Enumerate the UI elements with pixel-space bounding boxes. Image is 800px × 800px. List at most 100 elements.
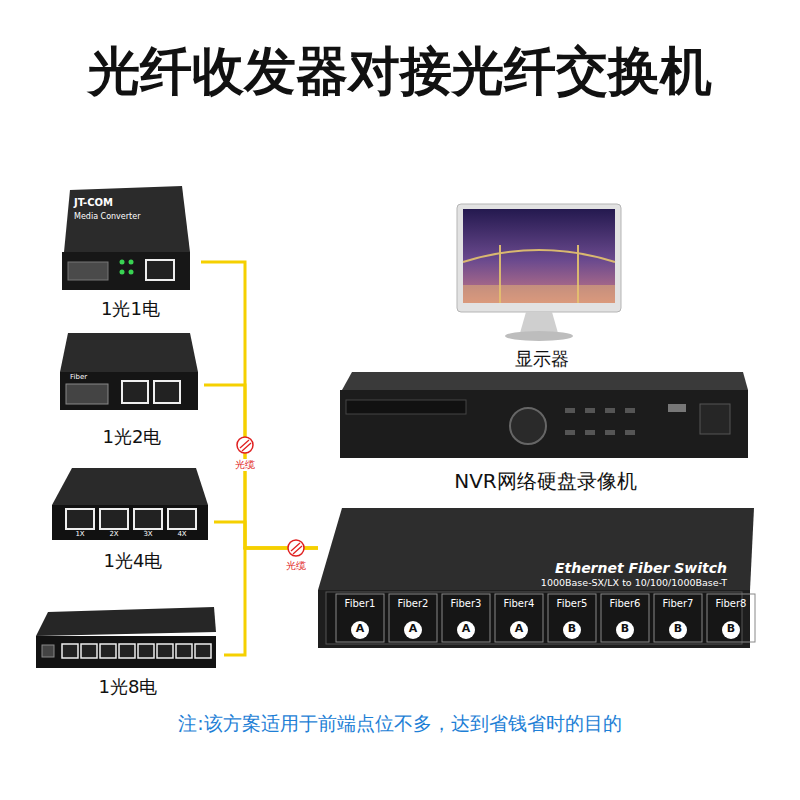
converter-1-4 <box>134 509 162 529</box>
port-group-letter: A <box>515 622 524 635</box>
converter-1-1 <box>146 260 174 280</box>
cable-icon <box>288 540 304 556</box>
node-label: 1光8电 <box>32 676 224 698</box>
converter-1-8 <box>36 607 216 668</box>
port-group-letter: B <box>621 622 629 635</box>
fiber-cable <box>224 548 318 655</box>
converter-1-8 <box>36 636 216 668</box>
converter-1-8 <box>138 644 154 658</box>
fiber-switch <box>722 621 740 639</box>
converter-1-4 <box>52 468 208 540</box>
brand-mark: JT-COM <box>74 197 113 209</box>
monitor-node: 显示器 <box>450 200 634 370</box>
converter-1-8 <box>62 644 78 658</box>
converter-node: 1光8电 <box>32 603 224 698</box>
monitor <box>457 204 621 341</box>
converter-1-1 <box>64 186 190 252</box>
fiber-switch <box>318 508 754 590</box>
cable-icon <box>237 437 253 453</box>
nvr-recorder <box>565 430 575 435</box>
fiber-switch <box>707 594 755 642</box>
converter-1-1 <box>120 270 125 275</box>
nvr-recorder <box>510 408 546 444</box>
node-label: 1光1电 <box>60 298 201 320</box>
fiber-switch <box>326 592 742 644</box>
converter-1-8 <box>100 644 116 658</box>
monitor <box>505 331 573 341</box>
port-label: Fiber2 <box>398 598 429 610</box>
port-group-letter: B <box>674 622 682 635</box>
fiber-switch <box>548 594 596 642</box>
cable-icon <box>291 543 302 554</box>
port-label: 1X <box>75 530 84 538</box>
converter-1-8 <box>119 644 135 658</box>
monitor <box>463 285 615 303</box>
fiber-switch <box>351 621 369 639</box>
monitor <box>457 204 621 312</box>
cable-icon <box>237 437 253 453</box>
fiber-switch <box>336 594 384 642</box>
port-label: Fiber5 <box>557 598 588 610</box>
converter-1-4 <box>52 505 208 540</box>
fiber-switch <box>404 621 422 639</box>
fiber-cable <box>204 385 318 548</box>
port-label: 4X <box>177 530 186 538</box>
nvr-recorder <box>340 372 748 458</box>
converter-1-1 <box>62 252 190 290</box>
converter-1-4 <box>66 509 94 529</box>
port-group-letter: B <box>727 622 735 635</box>
converter-1-2 <box>122 381 148 403</box>
fiber-cable <box>201 262 318 548</box>
cable-label: 光缆 <box>284 560 308 572</box>
nvr-recorder <box>585 408 595 413</box>
port-group-letter: A <box>356 622 365 635</box>
converter-1-1 <box>68 262 108 280</box>
nvr-recorder <box>625 430 635 435</box>
node-label: 显示器 <box>450 348 634 370</box>
device-marking: Media Converter <box>74 212 140 222</box>
node-label: 1光2电 <box>60 426 204 448</box>
nvr-recorder <box>625 408 635 413</box>
fiber-switch <box>495 594 543 642</box>
fiber-switch <box>442 594 490 642</box>
converter-1-1 <box>120 260 125 265</box>
converter-1-1 <box>129 260 134 265</box>
fiber-switch <box>654 594 702 642</box>
converter-1-2 <box>60 333 198 372</box>
nvr-recorder <box>605 430 615 435</box>
note-caption: 注:该方案适用于前端点位不多，达到省钱省时的目的 <box>0 712 800 735</box>
converter-1-4 <box>52 468 208 505</box>
nvr-recorder <box>346 400 466 414</box>
node-label: 1光4电 <box>52 550 214 572</box>
fiber-switch <box>616 621 634 639</box>
fiber-switch <box>389 594 437 642</box>
fiber-switch <box>318 508 755 648</box>
port-group-letter: A <box>409 622 418 635</box>
cable-icon <box>288 540 304 556</box>
port-group-letter: B <box>568 622 576 635</box>
converter-1-4 <box>100 509 128 529</box>
fiber-switch <box>563 621 581 639</box>
nvr-recorder <box>565 408 575 413</box>
converter-1-8 <box>157 644 173 658</box>
converter-1-1 <box>129 270 134 275</box>
monitor <box>520 312 558 333</box>
fiber-switch <box>510 621 528 639</box>
converter-node: 1光4电 <box>52 462 214 572</box>
switch-node: Ethernet Fiber Switch1000Base-SX/LX to 1… <box>318 505 755 648</box>
converter-1-1 <box>62 186 190 290</box>
monitor <box>463 250 615 262</box>
nvr-recorder <box>340 390 748 458</box>
node-label: Ethernet Fiber Switch <box>555 560 727 577</box>
converter-1-4 <box>168 509 196 529</box>
nvr-recorder <box>700 404 730 434</box>
port-label: 3X <box>143 530 152 538</box>
page-title: 光纤收发器对接光纤交换机 <box>0 40 800 102</box>
converter-1-2 <box>60 333 198 410</box>
converter-node: 1光2电 <box>60 328 204 448</box>
converter-1-8 <box>195 644 211 658</box>
port-label: Fiber7 <box>663 598 694 610</box>
converter-1-2 <box>60 372 198 410</box>
port-label: Fiber1 <box>345 598 376 610</box>
port-label: 2X <box>109 530 118 538</box>
